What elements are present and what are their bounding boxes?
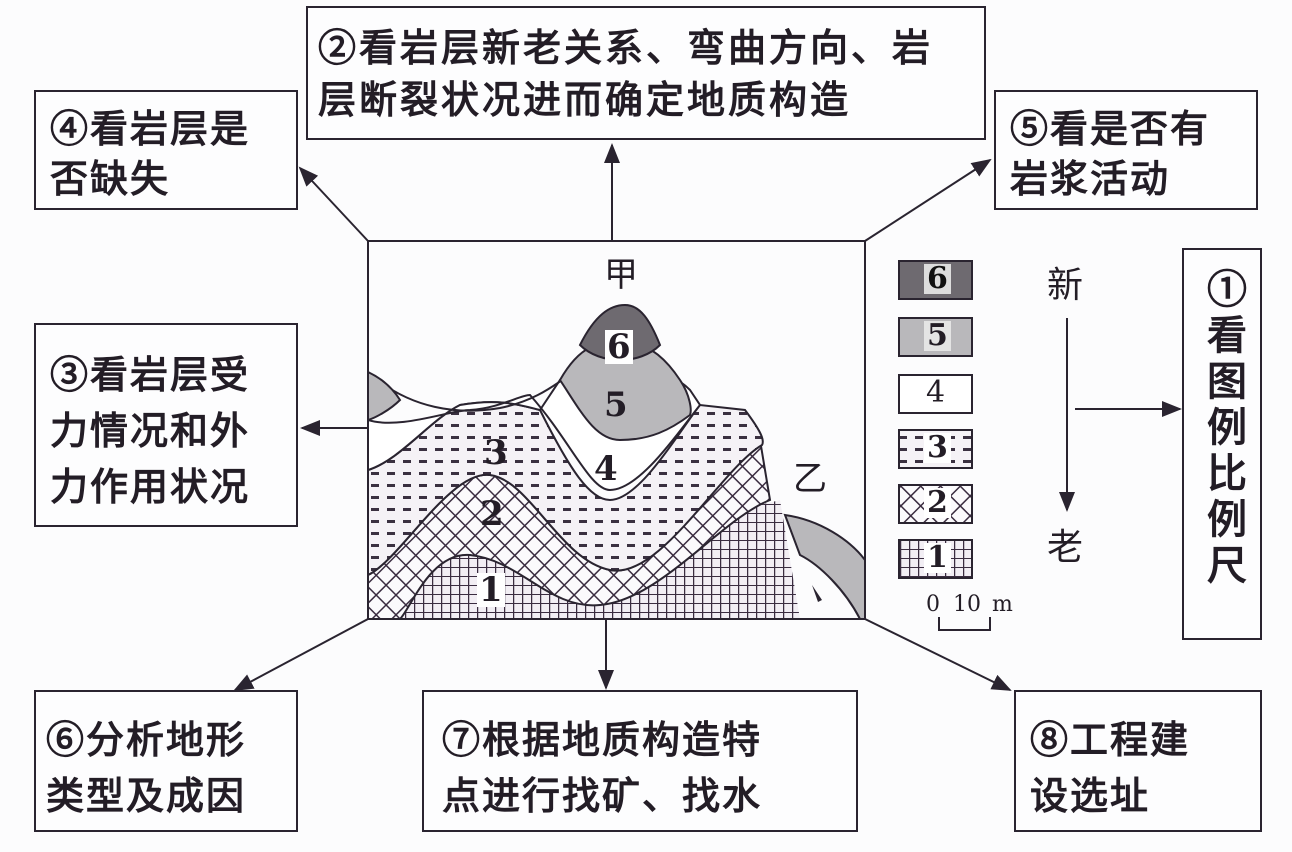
box-5-line-2: 岩浆活动: [1010, 156, 1171, 201]
box-6-line-1: 分析地形: [86, 717, 247, 762]
box-3-line-3: 力作用状况: [50, 464, 251, 509]
box-8-site-selection: ⑧工程建 设选址: [1014, 690, 1262, 832]
box-3-number: ③: [50, 352, 91, 397]
box-3-line-2: 力情况和外: [50, 408, 251, 453]
box-8-number: ⑧: [1030, 717, 1071, 762]
arrow-to-b5: [864, 158, 992, 242]
box-6-line-2: 类型及成因: [46, 773, 247, 818]
layer-3-label: 3: [484, 433, 508, 473]
layer-4-label: 4: [594, 449, 618, 489]
box-8-line-1: 工程建: [1070, 717, 1191, 762]
scale-unit: m: [992, 592, 1013, 617]
age-new-label: 新: [1047, 265, 1084, 306]
box-1-legend-scale: ①看图例比例尺: [1182, 248, 1262, 640]
box-6-landform: ⑥分析地形 类型及成因: [34, 690, 298, 832]
layer-2-label: 2: [480, 494, 504, 534]
legend-label-3: 3: [924, 433, 951, 463]
legend-label-6: 6: [924, 264, 951, 294]
scale-zero: 0: [926, 592, 940, 617]
arrow-to-b8: [864, 618, 1012, 691]
scale-label: 0 10 m: [926, 592, 1013, 617]
cross-section: [368, 241, 865, 619]
box-7-line-1: 根据地质构造特: [482, 717, 763, 762]
arrow-to-b4: [298, 166, 369, 242]
point-b-label: 乙: [793, 459, 827, 499]
point-a-label: 甲: [604, 255, 638, 295]
box-7-line-2: 点进行找矿、找水: [442, 773, 763, 818]
box-5-line-1: 看是否有: [1050, 106, 1211, 151]
layer-5-label: 5: [604, 385, 628, 425]
layer-6-label: 6: [605, 327, 633, 367]
box-4-number: ④: [50, 106, 91, 151]
legend: [898, 260, 973, 579]
arrow-to-b6: [233, 618, 369, 691]
box-8-line-2: 设选址: [1030, 773, 1151, 818]
box-2-number: ②: [318, 25, 360, 70]
layer-1-label: 1: [477, 570, 505, 610]
scale-ten: 10: [953, 592, 981, 617]
legend-label-5: 5: [924, 321, 951, 351]
box-5-number: ⑤: [1010, 106, 1051, 151]
box-3-line-1: 看岩层受: [90, 352, 251, 397]
box-1-number: ①: [1200, 268, 1247, 314]
age-old-label: 老: [1047, 527, 1084, 568]
box-7-minerals-water: ⑦根据地质构造特 点进行找矿、找水: [422, 690, 858, 832]
box-6-number: ⑥: [46, 717, 87, 762]
box-7-number: ⑦: [442, 717, 483, 762]
section-frame: [367, 240, 866, 620]
box-2-geologic-structure: ②看岩层新老关系、弯曲方向、岩 层断裂状况进而确定地质构造: [306, 6, 986, 140]
scale-bar: [938, 617, 991, 631]
box-2-line-2: 层断裂状况进而确定地质构造: [318, 77, 852, 122]
legend-label-2: 2: [924, 488, 951, 518]
box-4-missing-strata: ④看岩层是 否缺失: [34, 90, 298, 210]
legend-label-1: 1: [924, 543, 951, 573]
box-5-magma-activity: ⑤看是否有 岩浆活动: [994, 90, 1258, 210]
box-3-forces: ③看岩层受 力情况和外 力作用状况: [34, 323, 298, 527]
box-4-line-2: 否缺失: [50, 156, 171, 201]
box-1-line-1: 看图例比例尺: [1200, 314, 1247, 590]
legend-label-4: 4: [926, 375, 946, 410]
box-2-line-1: 看岩层新老关系、弯曲方向、岩: [359, 25, 934, 70]
box-4-line-1: 看岩层是: [90, 106, 251, 151]
